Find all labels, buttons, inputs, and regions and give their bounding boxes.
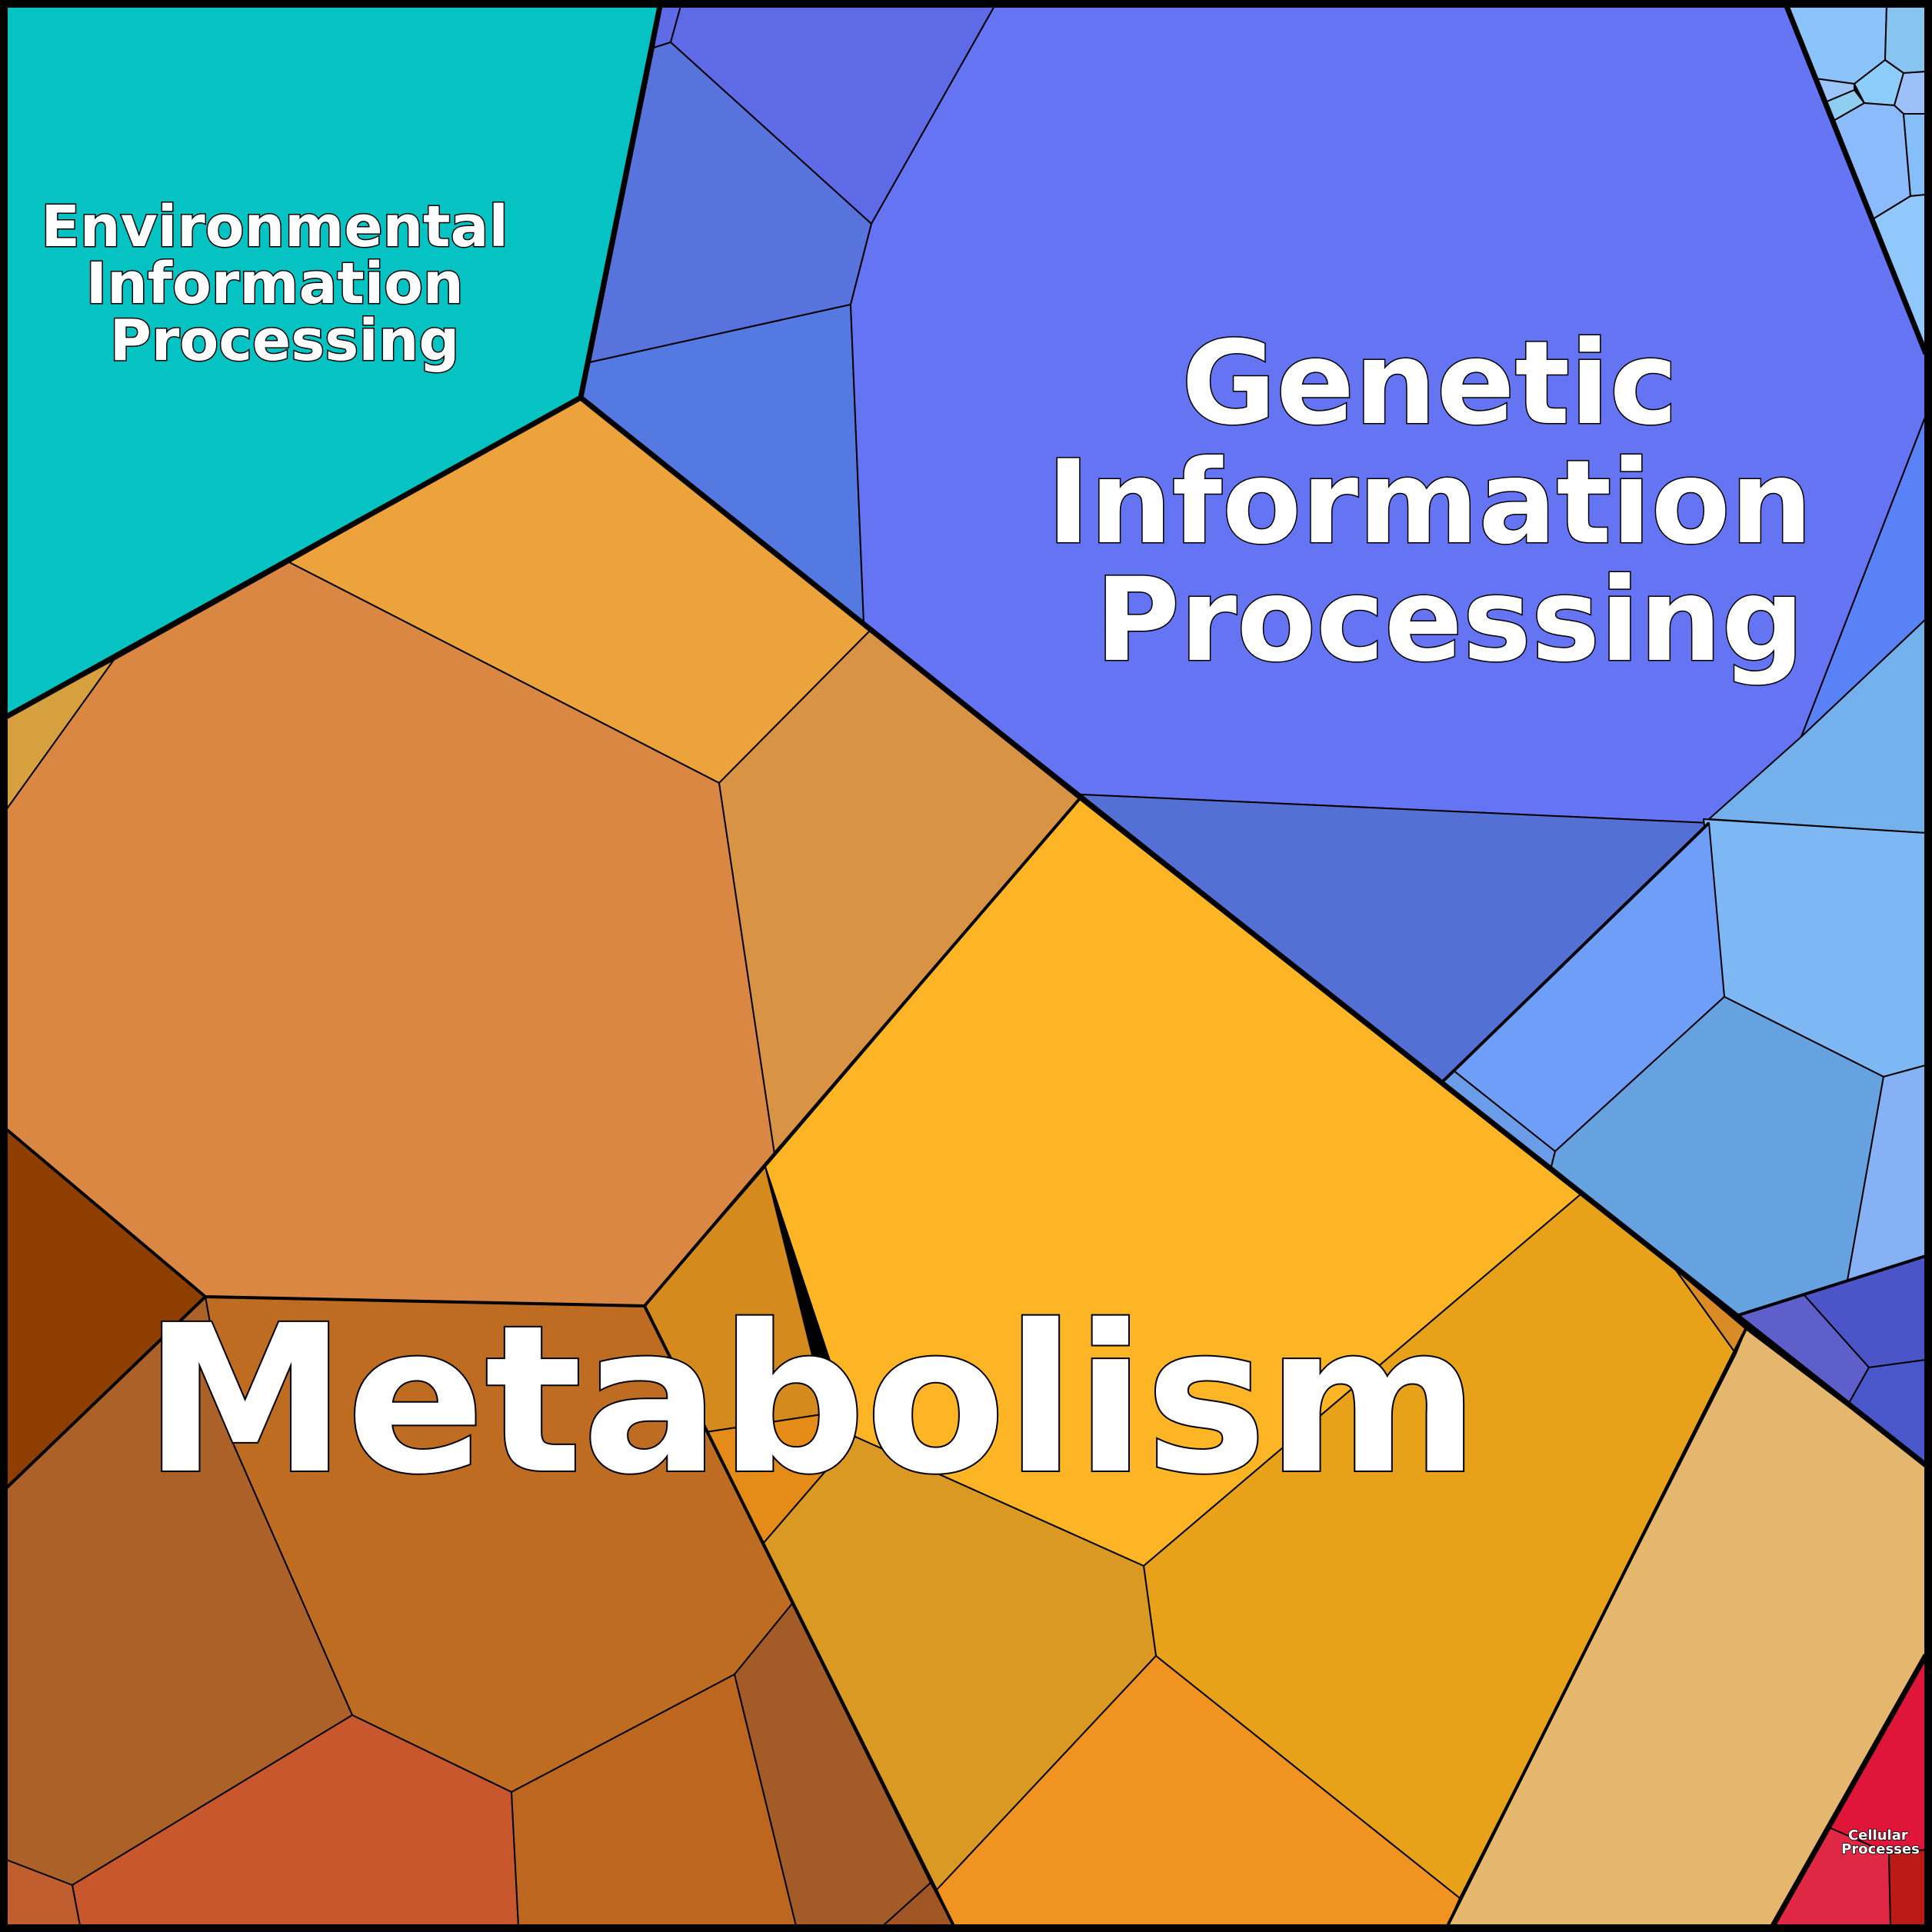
environmental-label: Environmental Information Processing	[41, 194, 528, 374]
genetic-label: Genetic Information Processing	[1047, 317, 1853, 688]
genetic-group	[580, 5, 1927, 1466]
metabolism-label: Metabolism	[144, 1282, 1479, 1519]
cellular-group	[1772, 1654, 1927, 1927]
cell[interactable]	[1884, 5, 1927, 74]
group-labels: Environmental Information Processing Gen…	[40, 193, 1920, 1858]
metabolism-group	[5, 397, 1927, 1927]
cellular-label: Cellular Processes	[1841, 1827, 1920, 1857]
cell[interactable]	[1888, 1849, 1927, 1927]
